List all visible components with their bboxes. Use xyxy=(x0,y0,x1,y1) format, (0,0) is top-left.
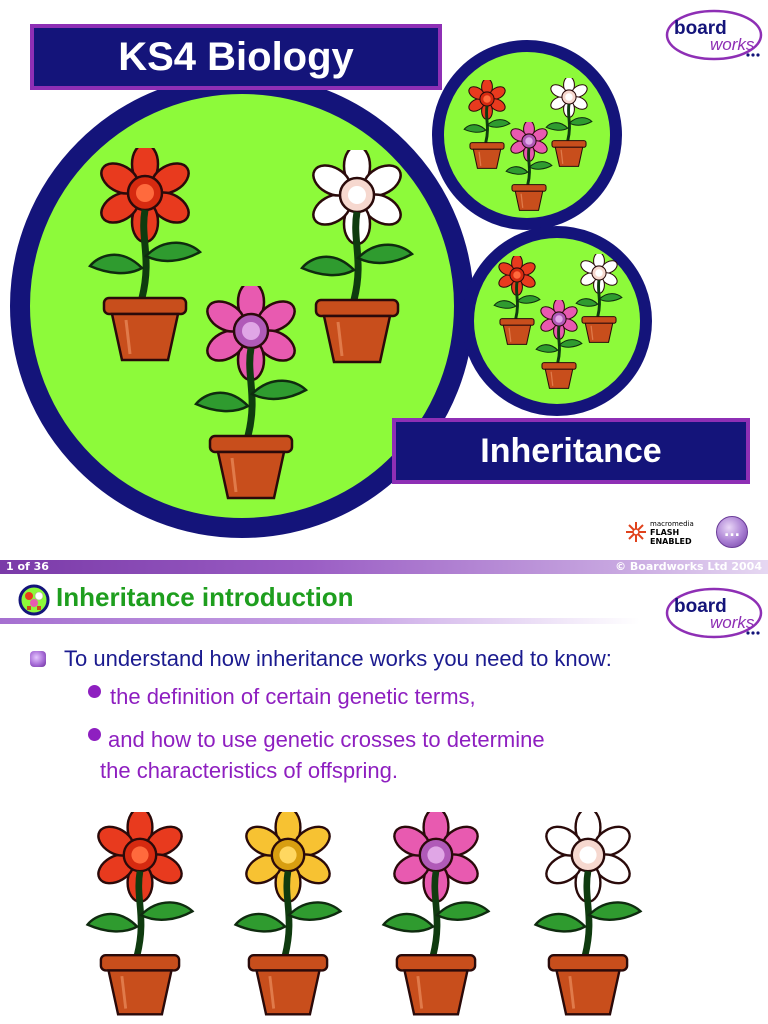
status-bar: 1 of 36 © Boardworks Ltd 2004 xyxy=(0,560,768,574)
main-bullet-icon xyxy=(30,651,46,667)
topic-title: Inheritance xyxy=(480,431,662,470)
logo-word-board: board xyxy=(674,18,727,39)
slide-heading: Inheritance introduction xyxy=(56,582,354,612)
red-flower-icon xyxy=(78,812,202,1022)
copyright-text: © Boardworks Ltd 2004 xyxy=(615,560,762,573)
flash-text-line2: FLASH xyxy=(650,528,679,537)
page-counter: 1 of 36 xyxy=(6,560,49,573)
bullet-dot-icon xyxy=(88,728,101,741)
bullet-dot-icon xyxy=(88,685,101,698)
title-slide: KS4 Biology Inheritance board works macr… xyxy=(10,9,763,548)
next-arrow-icon: ... xyxy=(724,524,740,540)
macromedia-flash-logo: macromedia FLASH ENABLED xyxy=(626,520,694,546)
yellow-flower-icon xyxy=(226,812,350,1022)
heading-underline xyxy=(0,618,640,624)
boardworks-logo: board works xyxy=(665,9,763,61)
point-definition: the definition of certain genetic terms, xyxy=(110,684,476,709)
point-genetic-crosses: and how to use genetic crosses to determ… xyxy=(108,727,545,752)
course-title-box: KS4 Biology xyxy=(30,24,442,90)
pink-flower-icon xyxy=(186,286,316,506)
next-slide-button[interactable]: ... xyxy=(716,516,748,548)
logo-word-works: works xyxy=(710,35,755,54)
pink-flower-icon xyxy=(374,812,498,1022)
white-flower-icon xyxy=(526,812,650,1022)
flowers-thumbnail-icon xyxy=(18,584,50,616)
logo-word-works: works xyxy=(710,613,755,632)
content-slide: Inheritance introduction board works To … xyxy=(0,574,768,1024)
flash-text-line3: ENABLED xyxy=(650,537,692,546)
point-genetic-crosses-cont: the characteristics of offspring. xyxy=(100,758,398,783)
logo-word-board: board xyxy=(674,596,727,617)
pink-flower-icon xyxy=(532,300,586,392)
pink-flower-icon xyxy=(502,122,556,214)
boardworks-logo: board works xyxy=(665,587,763,639)
intro-text: To understand how inheritance works you … xyxy=(64,646,612,671)
flash-text-line1: macromedia xyxy=(650,520,694,528)
course-title: KS4 Biology xyxy=(118,34,354,79)
topic-title-box: Inheritance xyxy=(392,418,750,484)
